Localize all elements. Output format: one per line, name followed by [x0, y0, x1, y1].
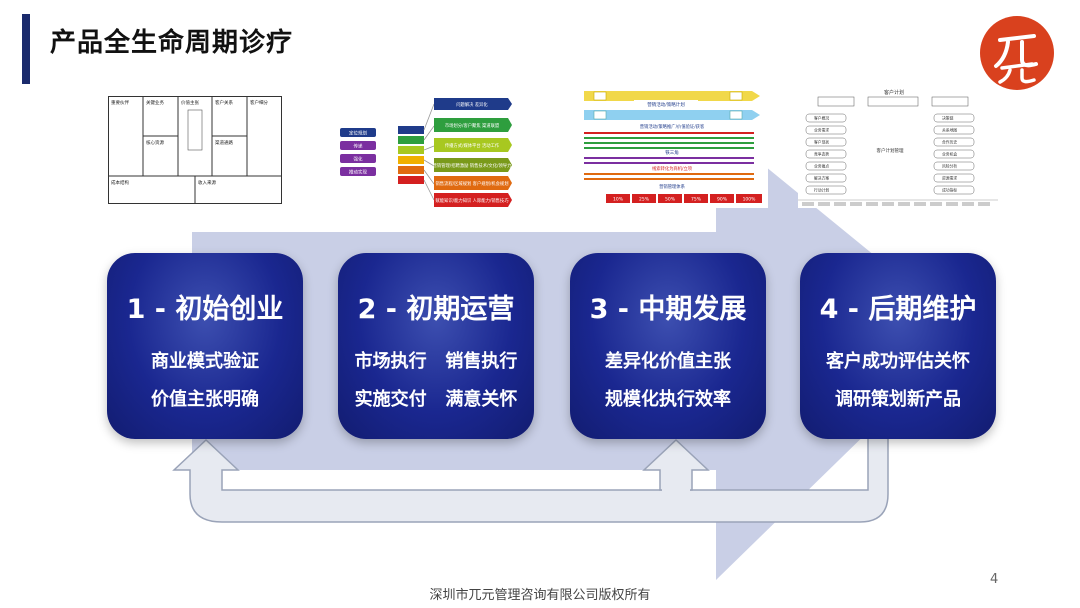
- funnel-percentage: 25%: [639, 197, 650, 203]
- canvas-cell-label: 成本结构: [111, 179, 129, 186]
- stage-line: 客户成功评估关怀: [826, 351, 970, 372]
- canvas-cell-label: 客户关系: [215, 99, 233, 106]
- canvas-cell-label: 客户细分: [250, 99, 268, 106]
- sales-funnel-thumbnail: 营销活动/策略计划 营销活动/策略推广/价值验证/获客 铁三角 线索转化为商机/…: [580, 88, 768, 208]
- account-plan-right-item: 风险分析: [942, 164, 957, 169]
- stage-line: 价值主张明确: [151, 389, 259, 410]
- stage-line: 商业模式验证: [151, 351, 259, 372]
- marketing-right-item: 市场划分/客户聚焦 渠道联盟: [445, 122, 500, 129]
- marketing-structure-thumbnail: 定位规划 传递 强化 推动实现 问题解决 差异化 市场划分/客户聚焦 渠道联盟 …: [340, 98, 512, 207]
- funnel-percentage: 50%: [665, 197, 676, 203]
- stage-title: 2 - 初期运营: [357, 294, 515, 325]
- account-plan-center-label: 客户计划管理: [877, 147, 904, 154]
- stage-line: 实施交付 满意关怀: [354, 389, 518, 410]
- canvas-cell-label: 渠道通路: [215, 139, 233, 146]
- page-number: 4: [990, 572, 999, 587]
- stage-title: 4 - 后期维护: [819, 294, 977, 325]
- account-plan-right-item: 决策链: [942, 116, 954, 121]
- funnel-label: 营销活动/策略推广/价值验证/获客: [640, 123, 705, 130]
- loop-arrow-mid: [642, 438, 710, 491]
- stage-box-3: 3 - 中期发展 差异化价值主张 规模化执行效率: [570, 253, 766, 439]
- canvas-cell-label: 重要伙伴: [111, 99, 129, 106]
- stage-box-2: 2 - 初期运营 市场执行 销售执行 实施交付 满意关怀: [338, 253, 534, 439]
- account-plan-right-item: 资源需求: [942, 176, 957, 181]
- funnel-label: 线索转化为商机/立项: [652, 165, 693, 172]
- canvas-cell-label: 收入来源: [198, 179, 216, 186]
- stage-box-1: 1 - 初始创业 商业模式验证 价值主张明确: [107, 253, 303, 439]
- copyright-footer: 深圳市兀元管理咨询有限公司版权所有: [429, 588, 651, 603]
- marketing-right-item: 赋能知识/能力知识 人际能力/销售技巧: [435, 197, 509, 204]
- account-plan-left-item: 行动计划: [814, 188, 829, 193]
- account-plan-title: 客户计划: [884, 89, 904, 96]
- company-logo: [980, 16, 1054, 90]
- marketing-left-item: 强化: [354, 156, 363, 163]
- stage-line: 市场执行 销售执行: [354, 351, 518, 372]
- stage-line: 规模化执行效率: [605, 389, 731, 410]
- account-plan-right-item: 合作历史: [942, 140, 957, 145]
- canvas-cell-label: 核心资源: [146, 139, 164, 146]
- account-plan-thumbnail: 客户计划 客户概况 业务需求 客户现状 竞争态势 业务痛点 解决方案 行动计划 …: [798, 88, 998, 208]
- stage-line: 差异化价值主张: [605, 351, 731, 372]
- account-plan-left-item: 解决方案: [814, 176, 829, 181]
- funnel-percentage: 75%: [691, 197, 702, 203]
- stage-box-4: 4 - 后期维护 客户成功评估关怀 调研策划新产品: [800, 253, 996, 439]
- funnel-percentage: 10%: [613, 197, 624, 203]
- funnel-label: 营销活动/策略计划: [647, 101, 685, 108]
- marketing-right-item: 营销管理/招聘激励 销售技术/文化/领导力: [433, 162, 512, 169]
- page-title: 产品全生命周期诊疗: [50, 28, 294, 58]
- account-plan-right-item: 成功指标: [942, 188, 957, 193]
- account-plan-right-item: 业务机会: [942, 152, 957, 157]
- marketing-left-item: 传递: [354, 143, 363, 150]
- loop-arrow: [172, 429, 889, 523]
- marketing-right-item: 问题解决 差异化: [456, 101, 488, 108]
- stage-title: 3 - 中期发展: [589, 294, 747, 325]
- stage-line: 调研策划新产品: [835, 389, 961, 410]
- stage-title: 1 - 初始创业: [126, 294, 284, 325]
- canvas-cell-label: 关键业务: [146, 99, 164, 106]
- funnel-percentage: 100%: [743, 197, 757, 203]
- business-model-canvas-thumbnail: 重要伙伴 关键业务 价值主张 客户关系 客户细分 核心资源 渠道通路 成本结构 …: [108, 96, 282, 204]
- account-plan-left-item: 竞争态势: [814, 152, 829, 157]
- marketing-right-item: 销售流程/区域规划 客户规划/机会规划: [435, 180, 508, 187]
- account-plan-left-item: 客户概况: [814, 116, 829, 121]
- funnel-label: 铁三角: [665, 149, 679, 156]
- account-plan-left-item: 业务需求: [814, 128, 829, 133]
- account-plan-left-item: 客户现状: [814, 140, 829, 145]
- marketing-right-item: 传播方式/媒体平台 活动工作: [445, 142, 500, 149]
- marketing-left-item: 推动实现: [349, 169, 367, 176]
- canvas-cell-label: 价值主张: [181, 99, 199, 106]
- title-accent-bar: [22, 14, 30, 84]
- funnel-label: 营销管理体系: [659, 183, 685, 190]
- account-plan-left-item: 业务痛点: [814, 164, 829, 169]
- account-plan-right-item: 关系地图: [942, 128, 957, 133]
- funnel-percentage: 90%: [717, 197, 728, 203]
- marketing-left-item: 定位规划: [349, 130, 367, 137]
